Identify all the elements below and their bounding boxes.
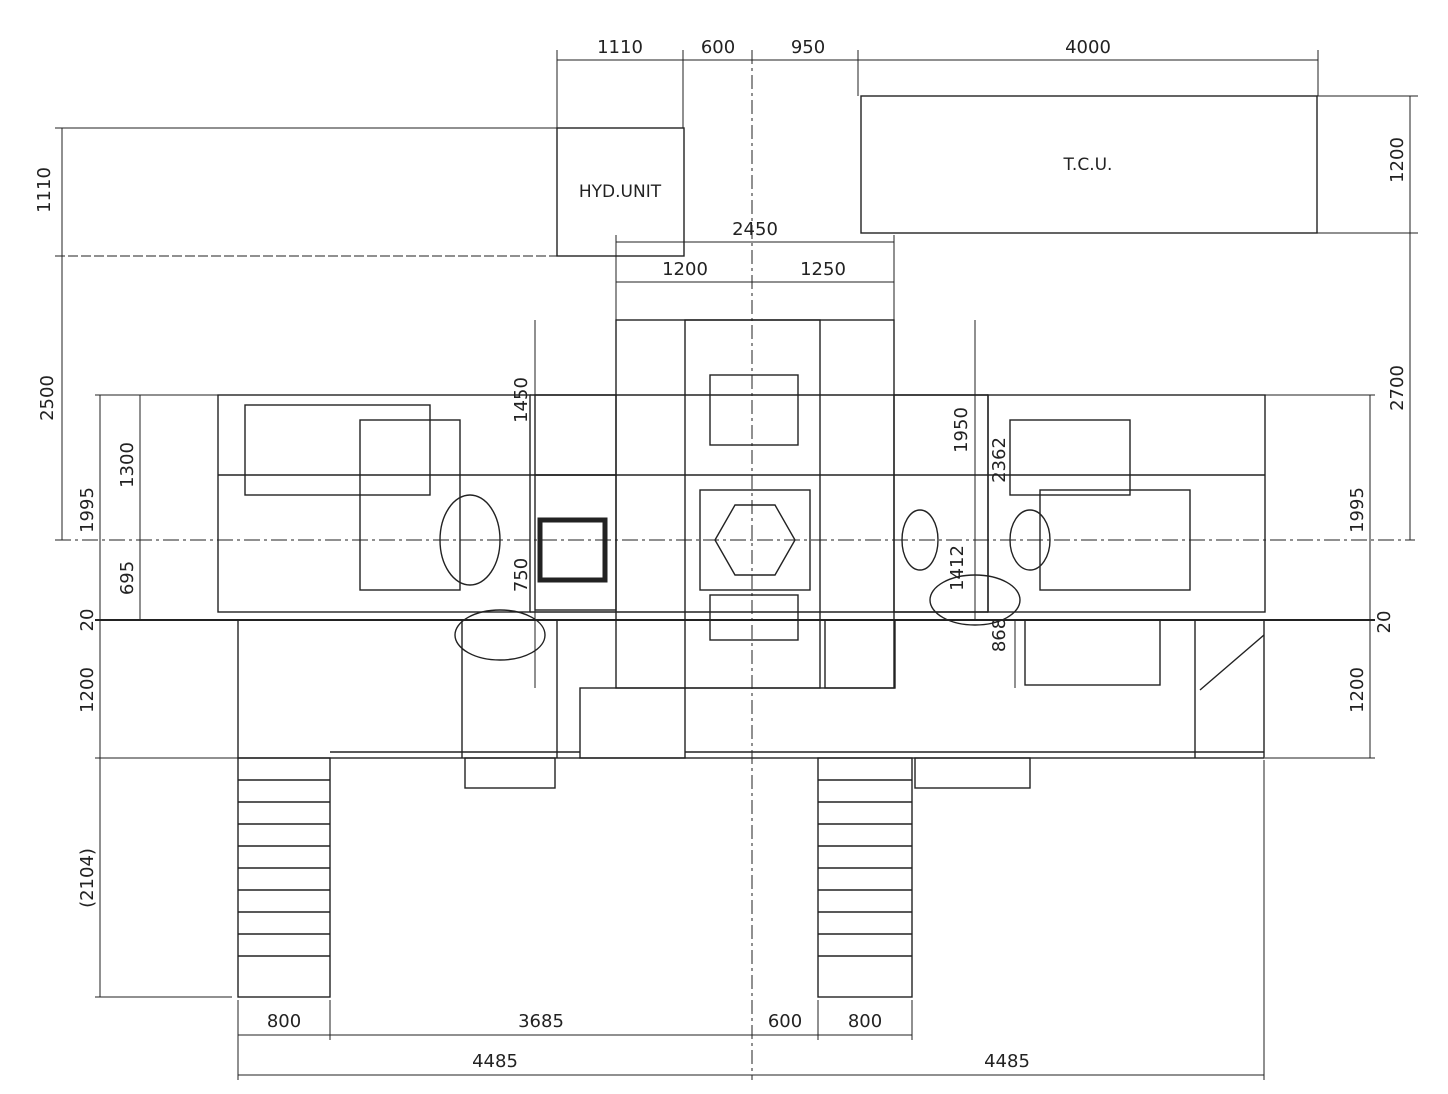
- dim-750: 750: [511, 557, 532, 593]
- dim-left-1110: 1110: [34, 167, 55, 213]
- dim-left-2104: (2104): [77, 848, 98, 908]
- dim-left-695: 695: [117, 560, 138, 596]
- dim-right-1200-platform: 1200: [1347, 667, 1368, 713]
- dim-top-4: 4000: [1065, 37, 1111, 58]
- machine-body: [217, 319, 1266, 689]
- dim-left-1995: 1995: [77, 487, 98, 533]
- dim-1450: 1450: [511, 377, 532, 423]
- dim-bottom-4485-right: 4485: [984, 1051, 1030, 1072]
- dim-1950: 1950: [951, 407, 972, 453]
- dim-bottom-3685: 3685: [518, 1011, 564, 1032]
- dim-bottom-4485-left: 4485: [472, 1051, 518, 1072]
- stairs-right: [817, 619, 913, 998]
- dim-bottom-800-right: 800: [847, 1011, 883, 1032]
- dim-2362: 2362: [989, 437, 1010, 483]
- hyd-unit-label: HYD.UNIT: [578, 182, 662, 202]
- dim-right-20: 20: [1374, 610, 1395, 634]
- dim-1200-center: 1200: [662, 259, 708, 280]
- dim-left-1300: 1300: [117, 442, 138, 488]
- hyd-unit-box: [556, 127, 685, 257]
- dim-left-20: 20: [77, 608, 98, 632]
- tcu-box: [860, 95, 1318, 234]
- stairs-left: [237, 757, 331, 998]
- dim-top-2: 600: [700, 37, 736, 58]
- dim-right-1995: 1995: [1347, 487, 1368, 533]
- dim-top-3: 950: [790, 37, 826, 58]
- tcu-label: T.C.U.: [1063, 155, 1113, 175]
- dim-1412: 1412: [947, 545, 968, 591]
- dim-right-1200: 1200: [1387, 137, 1408, 183]
- dim-bottom-600: 600: [767, 1011, 803, 1032]
- dim-bottom-800-left: 800: [266, 1011, 302, 1032]
- platforms: [237, 619, 1265, 789]
- dim-868: 868: [989, 617, 1010, 653]
- dim-top-1: 1110: [597, 37, 643, 58]
- dim-1250: 1250: [800, 259, 846, 280]
- dim-2450: 2450: [732, 219, 778, 240]
- dim-right-2700: 2700: [1387, 365, 1408, 411]
- dimension-lines: [55, 50, 1418, 1080]
- dim-left-2500: 2500: [37, 375, 58, 421]
- dim-left-1200: 1200: [77, 667, 98, 713]
